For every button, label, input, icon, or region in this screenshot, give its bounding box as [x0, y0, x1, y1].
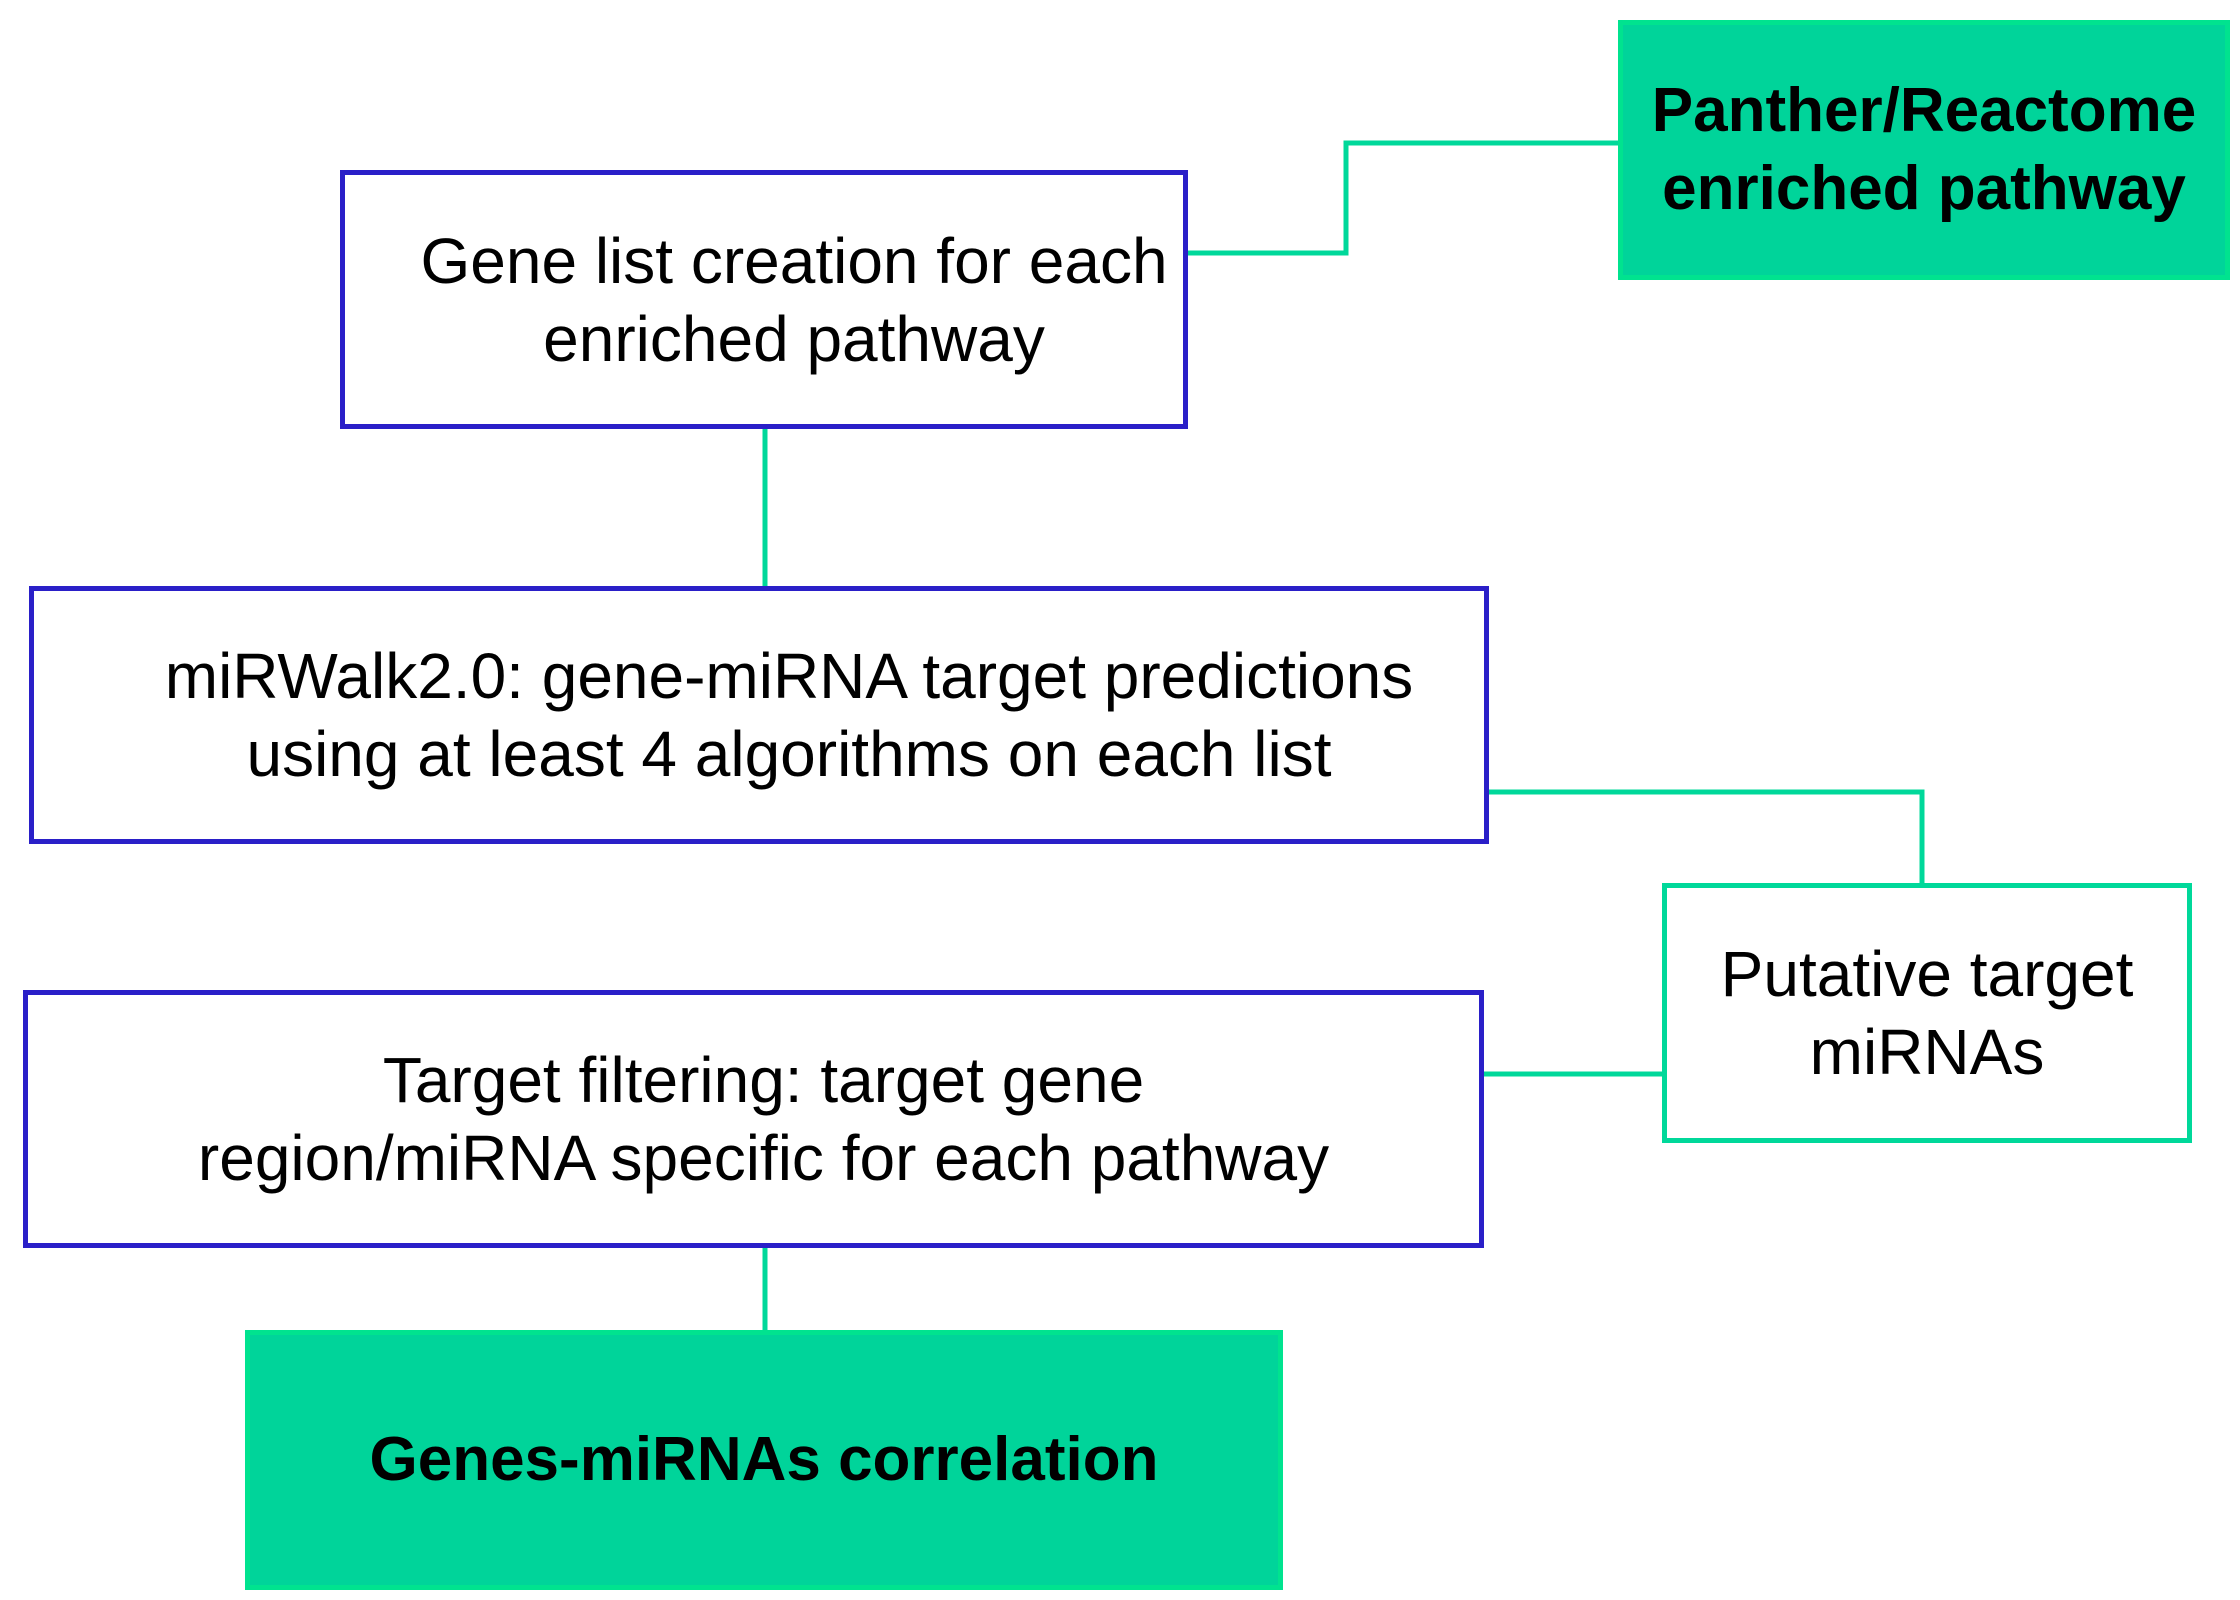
panther-line-2: enriched pathway: [1662, 154, 2186, 223]
target-filtering-node: Target filtering: target gene region/miR…: [23, 990, 1484, 1248]
correlation-line-1: Genes-miRNAs correlation: [369, 1425, 1159, 1494]
panther-line-1: Panther/Reactome: [1651, 76, 2197, 145]
gene-list-node: Gene list creation for each enriched pat…: [340, 170, 1188, 429]
target-filtering-line-2: region/miRNA specific for each pathway: [197, 1122, 1330, 1194]
mirwalk-line-1: miRWalk2.0: gene-miRNA target prediction…: [164, 640, 1414, 712]
gene-list-line-1: Gene list creation for each: [420, 224, 1168, 297]
gene-list-line-2: enriched pathway: [543, 302, 1045, 375]
mirwalk-line-2: using at least 4 algorithms on each list: [246, 718, 1332, 790]
target-filtering-line-1: Target filtering: target gene: [382, 1044, 1145, 1116]
mirwalk-node: miRWalk2.0: gene-miRNA target prediction…: [29, 586, 1489, 844]
putative-line-2: miRNAs: [1809, 1016, 2045, 1088]
connector-gene-list-to-panther: [1188, 140, 1618, 256]
putative-target-node: Putative target miRNAs: [1662, 883, 2192, 1143]
correlation-node: Genes-miRNAs correlation: [245, 1330, 1283, 1590]
panther-reactome-node: Panther/Reactome enriched pathway: [1618, 20, 2230, 280]
connector-mirwalk-to-putative: [1489, 789, 1925, 883]
putative-line-1: Putative target: [1720, 938, 2134, 1010]
